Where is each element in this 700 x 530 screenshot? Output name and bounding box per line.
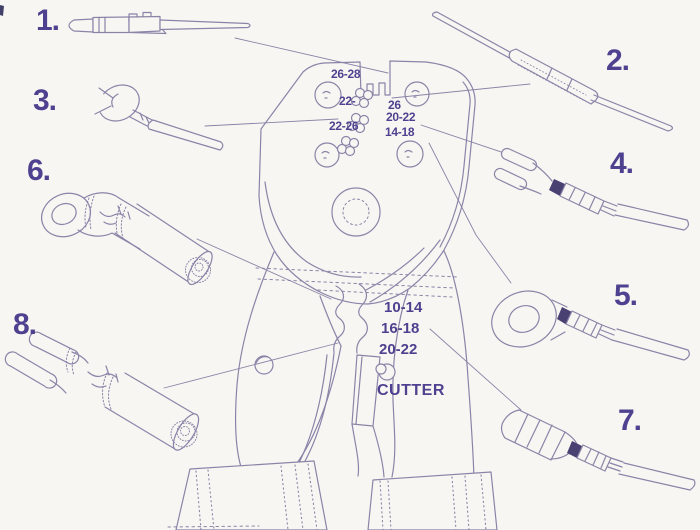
nest-label-20-22: 20-22 [379, 341, 418, 358]
tool-head [258, 60, 476, 305]
die-label-22: 22- [339, 94, 356, 108]
quick-disconnect-illustration [500, 409, 696, 491]
corner-scan-mark [0, 5, 4, 16]
wire-nest-profile [297, 283, 368, 466]
ring-terminal-illustration [491, 290, 690, 361]
insulated-fork-terminal-illustration [4, 331, 200, 451]
part-number-2: 2. [606, 44, 630, 77]
bolt [254, 355, 274, 375]
butt-splice-illustration [431, 11, 674, 132]
fork-tongue-terminal-illustration [92, 84, 224, 151]
die-label-22-26: 22-26 [329, 119, 359, 133]
cutter-label: CUTTER [377, 382, 445, 399]
left-grip [175, 460, 328, 530]
die-label-26-28: 26-28 [331, 67, 361, 81]
hidden-edge-dashes [167, 267, 459, 528]
nest-label-10-14: 10-14 [384, 299, 423, 316]
cutter-pivot-circles [375, 363, 396, 381]
die-label-14-18: 14-18 [385, 125, 415, 139]
leader-lines [163, 37, 531, 411]
right-handle [391, 250, 475, 479]
part-number-8: 8. [13, 308, 37, 341]
part-number-4: 4. [610, 147, 634, 180]
die-stack [336, 87, 374, 157]
pin-terminal-illustration [68, 11, 251, 35]
insulated-ring-terminal-illustration [41, 192, 213, 286]
part-number-1: 1. [36, 4, 60, 37]
die-label-20-22: 20-22 [386, 110, 416, 124]
cutter-block [351, 354, 385, 478]
nest-label-16-18: 16-18 [381, 320, 420, 337]
pivot-boss [331, 187, 381, 237]
die-label-26: 26 [388, 98, 401, 112]
part-number-7: 7. [618, 404, 642, 437]
part-number-5: 5. [614, 279, 638, 312]
screw-holes [314, 81, 430, 168]
right-grip [367, 471, 498, 530]
part-number-3: 3. [33, 84, 57, 117]
part-number-6: 6. [27, 154, 51, 187]
spade-terminal-illustration [493, 147, 690, 231]
